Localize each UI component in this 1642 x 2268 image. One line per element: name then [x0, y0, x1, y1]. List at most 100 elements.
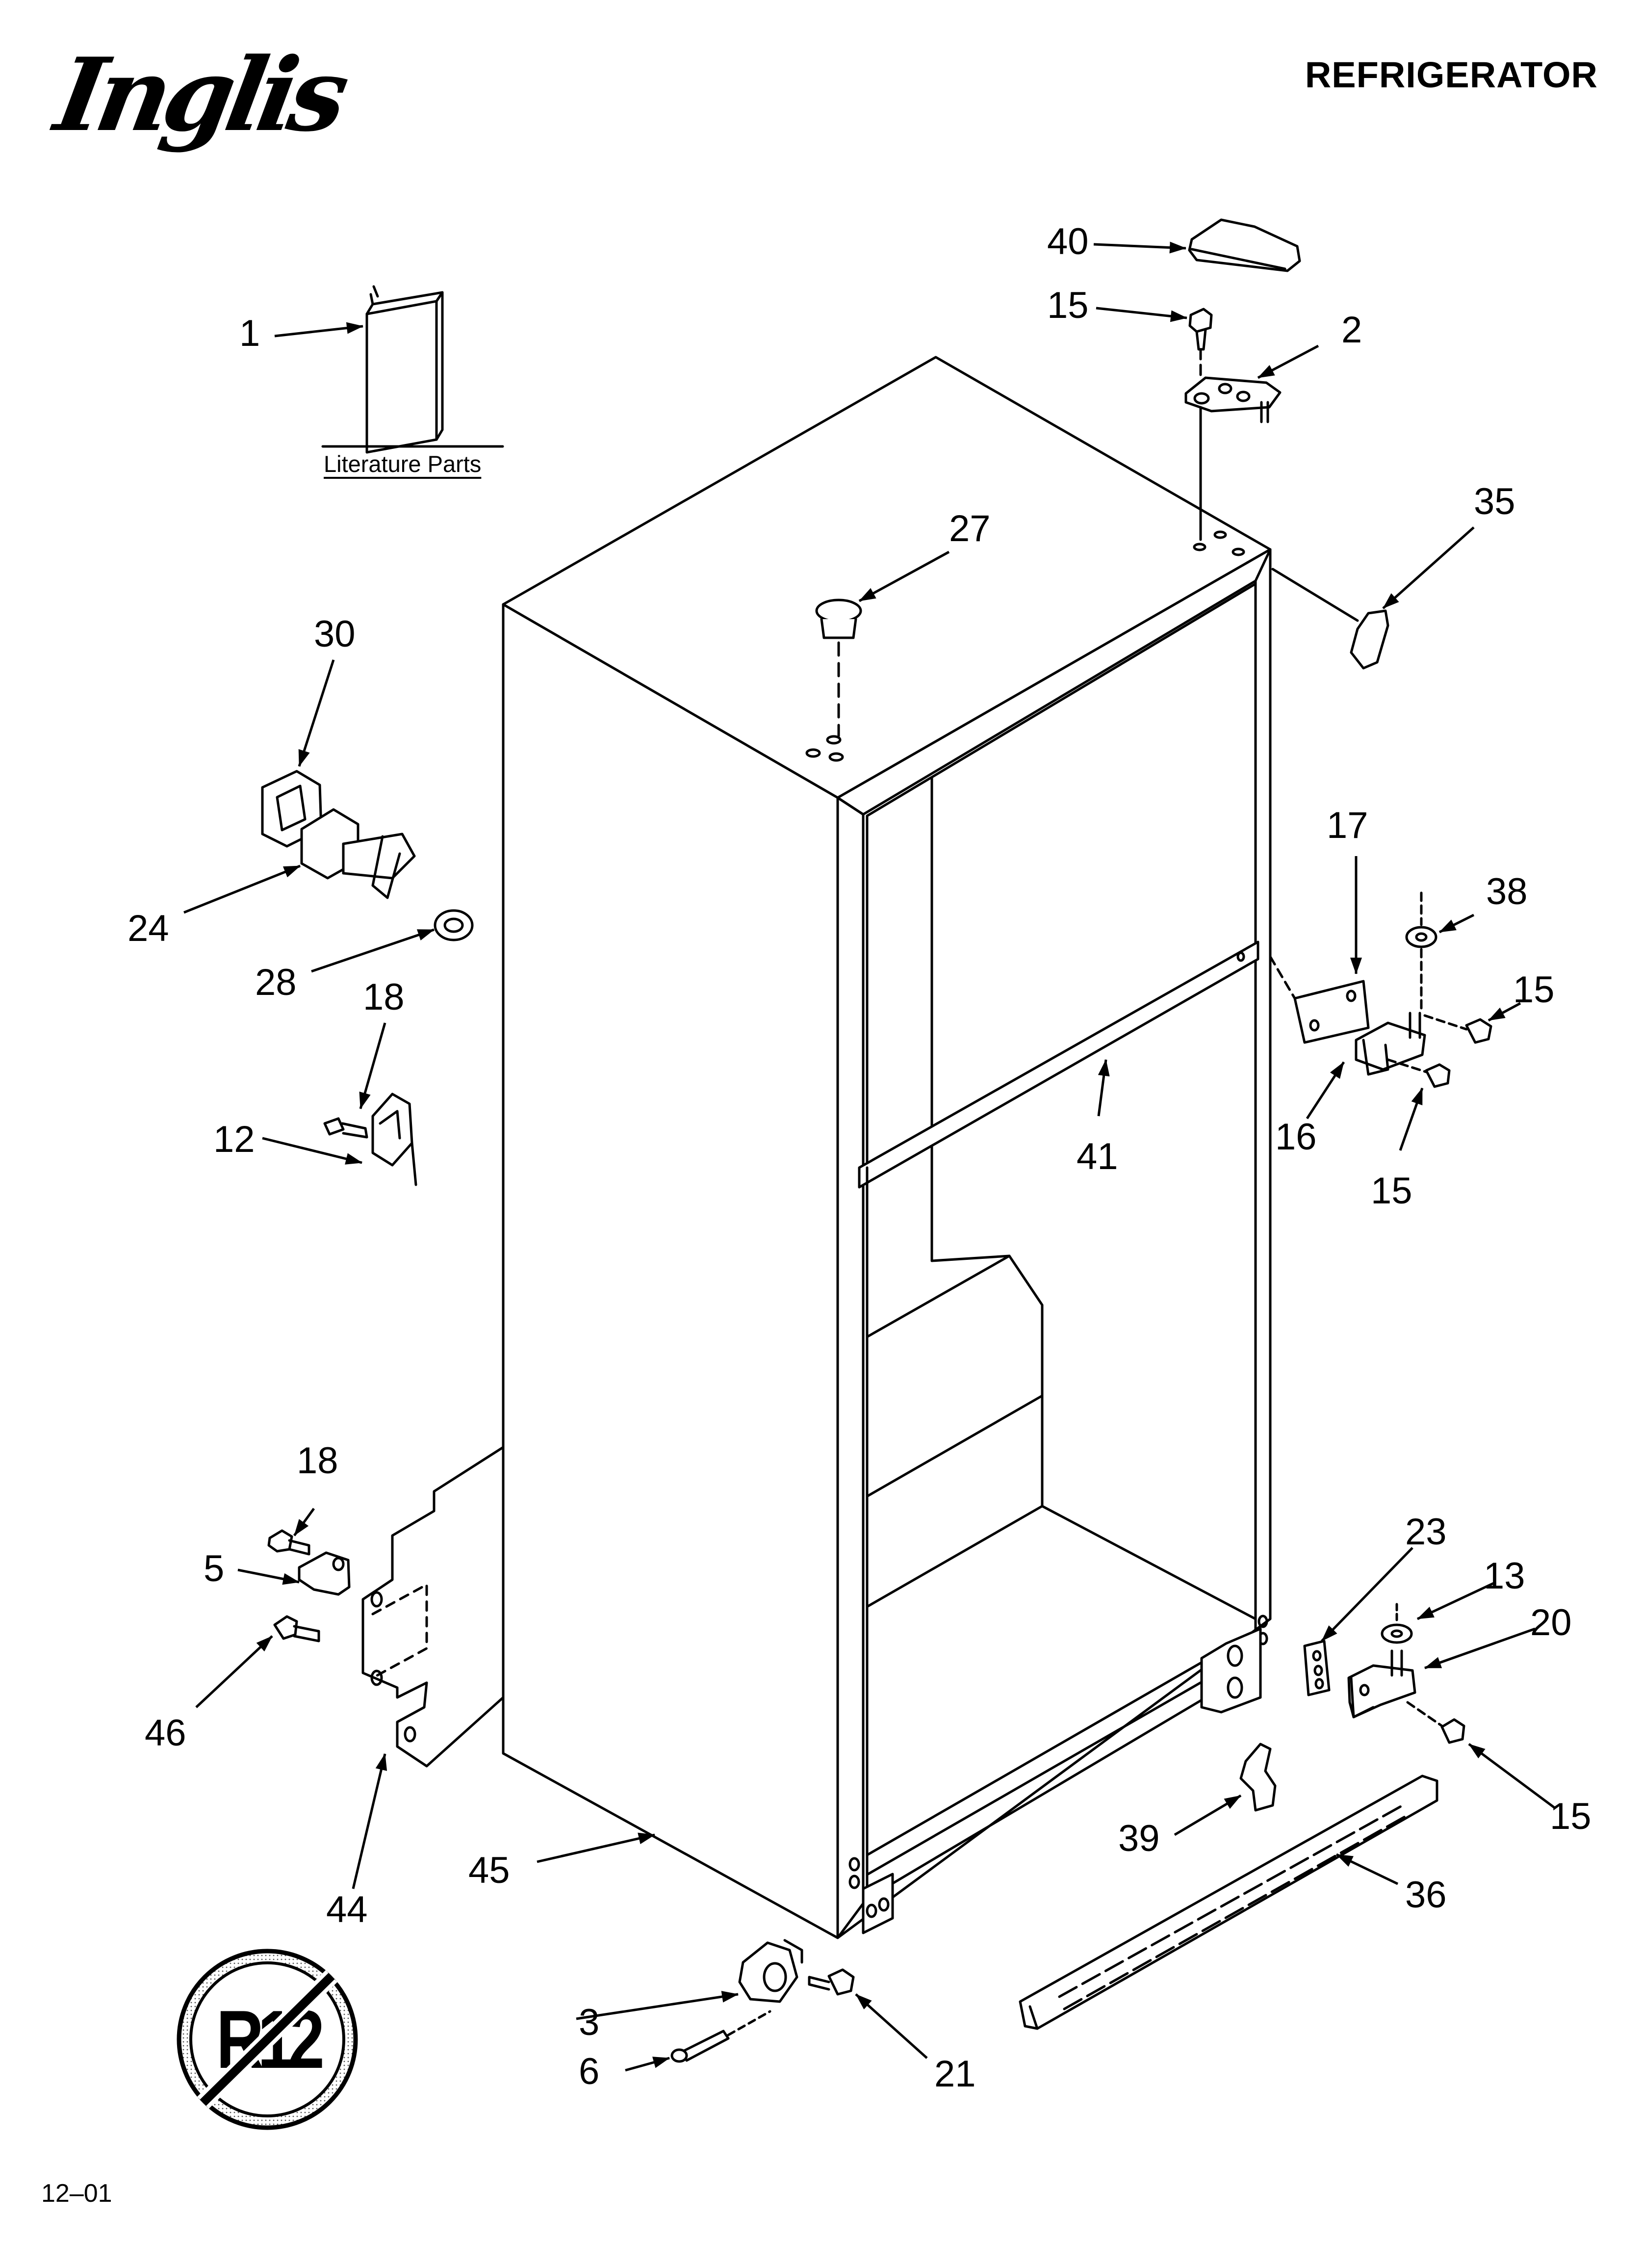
no-r12-badge: R12 [175, 1947, 360, 2132]
callout-35: 35 [1474, 481, 1515, 522]
callout-36: 36 [1405, 1874, 1447, 1916]
literature-booklet [365, 285, 444, 454]
control-shaft [300, 808, 416, 899]
callout-30: 30 [314, 613, 356, 655]
callout-15-top: 15 [1047, 285, 1089, 326]
callout-27: 27 [949, 508, 991, 549]
front-roller [738, 1939, 803, 2003]
control-grommet [434, 909, 474, 941]
bottom-hinge-screw [1406, 1701, 1465, 1744]
callout-46: 46 [145, 1712, 186, 1754]
leader-2 [1257, 344, 1319, 379]
wire-clip-lower [298, 1551, 351, 1596]
callout-18-lower: 18 [297, 1440, 338, 1482]
callout-23: 23 [1405, 1511, 1447, 1553]
leader-38 [1438, 913, 1475, 934]
middle-hinge [1355, 1012, 1426, 1076]
leader-45 [537, 1832, 655, 1863]
leader-21 [855, 1993, 928, 2059]
leader-39 [1174, 1794, 1242, 1836]
callout-40: 40 [1047, 221, 1089, 262]
leader-46 [195, 1635, 273, 1708]
callout-17: 17 [1327, 805, 1368, 846]
hinge-screw-middle-lower [1386, 1058, 1451, 1088]
panel-screw [273, 1615, 320, 1642]
callout-44: 44 [326, 1889, 368, 1930]
date-code: 12–01 [41, 2179, 112, 2208]
hinge-screw-top [1188, 308, 1213, 379]
hinge-cover [1188, 218, 1301, 272]
leader-15-top [1096, 307, 1187, 322]
bottom-hinge-spacer [1303, 1640, 1331, 1696]
leader-23 [1321, 1547, 1413, 1642]
grille-clip [1239, 1743, 1277, 1812]
bottom-hinge [1347, 1649, 1416, 1719]
leader-5 [237, 1568, 300, 1585]
leader-16 [1306, 1061, 1345, 1120]
wire-clip-upper [371, 1093, 417, 1186]
bottom-hinge-washer [1381, 1603, 1413, 1644]
diagram-title: REFRIGERATOR [1305, 54, 1598, 95]
toe-grille [1019, 1774, 1438, 2030]
leader-35 [1382, 526, 1475, 609]
callout-21: 21 [934, 2053, 976, 2095]
callout-13: 13 [1484, 1555, 1525, 1597]
hinge-screw-middle-right [1423, 1014, 1492, 1044]
leader-36 [1335, 1853, 1399, 1885]
leader-13 [1416, 1581, 1497, 1620]
roller-screw [808, 1968, 855, 1996]
leader-15-middle-right [1488, 1002, 1521, 1022]
leader-3 [576, 1991, 739, 2020]
callout-15-middle-right: 15 [1513, 969, 1555, 1011]
callout-15-bottom: 15 [1550, 1796, 1591, 1837]
leader-40 [1093, 241, 1186, 254]
leader-20 [1424, 1627, 1536, 1669]
callout-20: 20 [1530, 1602, 1572, 1643]
leader-12 [262, 1137, 362, 1165]
callout-12: 12 [213, 1119, 255, 1160]
no-r12-slash [197, 1970, 337, 2109]
leader-15-bottom [1468, 1743, 1556, 1809]
callout-28: 28 [255, 962, 297, 1003]
callout-5: 5 [204, 1548, 225, 1590]
callout-45: 45 [468, 1850, 510, 1891]
callout-24: 24 [128, 908, 169, 949]
top-hinge [1184, 376, 1282, 541]
refrigerator-cabinet [502, 356, 1272, 1939]
roller-pin [670, 2010, 771, 2063]
callout-2: 2 [1341, 309, 1362, 351]
mullion-rail [858, 940, 1259, 1189]
leader-41 [1097, 1059, 1110, 1117]
leader-18-lower [293, 1508, 315, 1537]
back-panel [361, 1446, 505, 1768]
literature-parts-label: Literature Parts [324, 451, 482, 477]
leader-28 [311, 928, 435, 973]
bottom-rail [867, 1627, 1262, 1876]
leader-18-upper [359, 1022, 386, 1109]
leader-27 [858, 550, 950, 602]
callout-16: 16 [1275, 1116, 1317, 1158]
clip-screw-lower [267, 1529, 310, 1556]
leader-lines [183, 241, 1556, 2072]
leader-6 [625, 2057, 670, 2072]
callout-39: 39 [1118, 1818, 1160, 1859]
clip-screw-upper [323, 1117, 368, 1139]
callout-6: 6 [579, 2051, 600, 2092]
callout-41: 41 [1077, 1136, 1118, 1177]
hinge-leg-cover [1271, 568, 1389, 670]
hinge-spacer [1269, 955, 1370, 1044]
callout-3: 3 [579, 2002, 600, 2043]
top-plug [815, 599, 862, 737]
leader-15-middle-lower [1399, 1088, 1424, 1151]
leader-44 [352, 1753, 387, 1889]
leader-24 [183, 864, 301, 914]
leader-30 [298, 659, 335, 767]
hinge-washer-middle [1405, 891, 1437, 1012]
leader-1 [274, 322, 363, 338]
callout-18-upper: 18 [363, 976, 405, 1018]
callout-38: 38 [1486, 871, 1528, 912]
callout-1: 1 [239, 313, 260, 354]
callout-15-middle-lower: 15 [1371, 1170, 1412, 1212]
